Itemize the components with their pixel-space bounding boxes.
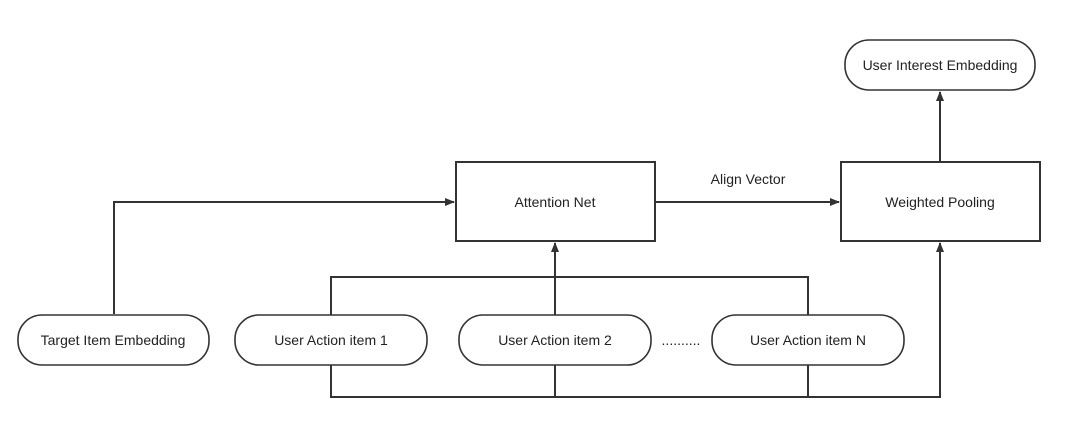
node-label: User Action item 1 — [274, 332, 388, 348]
node-user-action-item-n: User Action item N — [711, 314, 905, 366]
edge-target-to-attention — [113, 198, 455, 314]
node-weighted-pooling: Weighted Pooling — [840, 161, 1041, 242]
node-label: Attention Net — [515, 194, 596, 210]
node-user-action-item-2: User Action item 2 — [458, 314, 652, 366]
node-user-action-item-1: User Action item 1 — [234, 314, 428, 366]
edge-actions-bus-top — [330, 276, 809, 315]
node-target-item-embedding: Target Item Embedding — [17, 314, 210, 366]
edge-actions-bus-bottom — [330, 242, 944, 398]
node-label: User Interest Embedding — [863, 57, 1018, 73]
node-label: User Action item N — [750, 332, 866, 348]
node-label: User Action item 2 — [498, 332, 612, 348]
node-user-interest-embedding: User Interest Embedding — [844, 39, 1036, 91]
edge-label-align-vector: Align Vector — [711, 171, 786, 187]
node-label: Weighted Pooling — [885, 194, 994, 210]
ellipsis: .......... — [662, 332, 701, 348]
node-label: Target Item Embedding — [41, 332, 186, 348]
node-attention-net: Attention Net — [455, 161, 656, 242]
